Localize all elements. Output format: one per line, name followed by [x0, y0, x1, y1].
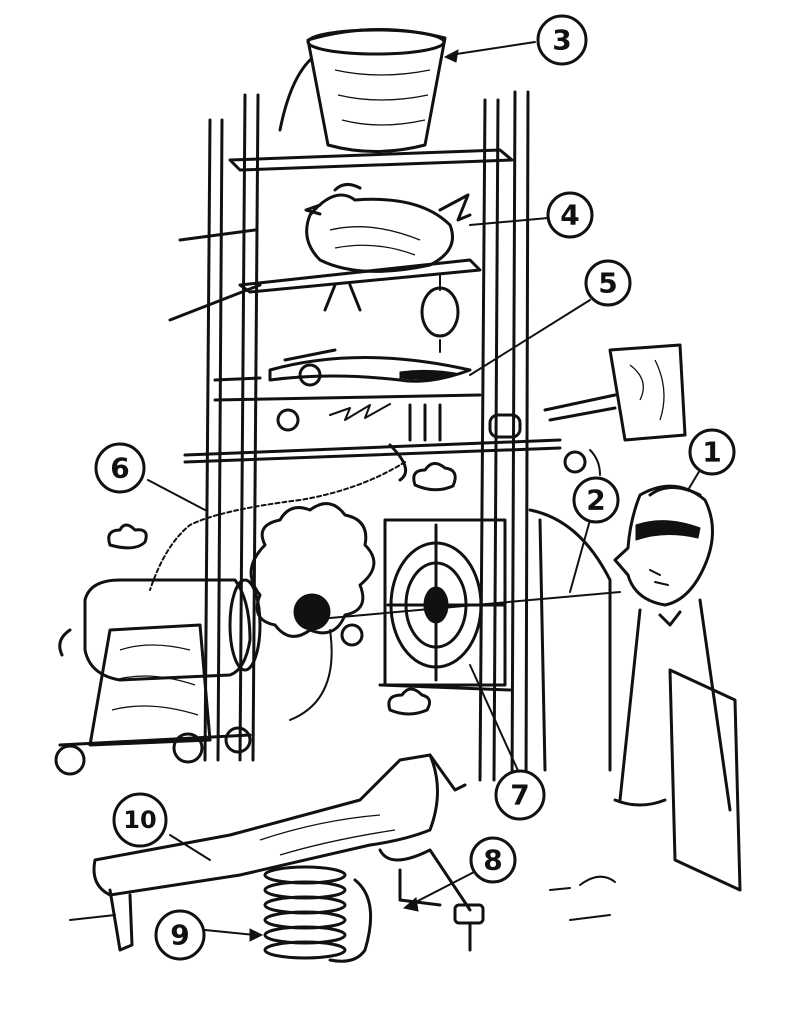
callout-6: 6 [94, 442, 146, 494]
callout-3-label: 3 [552, 24, 571, 57]
masked-man [613, 484, 742, 892]
smoke-puffs [107, 462, 457, 716]
fuse-rope [149, 461, 406, 591]
callout-8: 8 [469, 836, 517, 884]
coiled-spring [263, 865, 373, 963]
callout-2-label: 2 [586, 484, 605, 517]
callout-4: 4 [546, 191, 594, 239]
callout-9-label: 9 [170, 919, 189, 952]
callout-9: 9 [154, 909, 206, 961]
callout-1: 1 [688, 428, 736, 476]
hen [304, 183, 472, 353]
spark-mechanism [276, 403, 442, 482]
ladder-tower [168, 90, 562, 792]
callout-4-label: 4 [560, 199, 579, 232]
floor-marks [69, 875, 616, 921]
callout-5: 5 [584, 259, 632, 307]
cannon [54, 578, 331, 776]
wooden-mallet [488, 343, 687, 476]
callout-6-label: 6 [110, 452, 129, 485]
callout-7-label: 7 [510, 779, 529, 812]
callout-1-label: 1 [702, 436, 721, 469]
trigger-string [329, 591, 621, 619]
doorway-arch [528, 508, 612, 772]
callout-8-label: 8 [483, 844, 502, 877]
callout-5-label: 5 [598, 267, 617, 300]
callout-10: 10 [112, 792, 168, 848]
callout-10-label: 10 [123, 806, 156, 834]
callout-3: 3 [536, 14, 588, 66]
target-board [378, 518, 512, 692]
callout-2: 2 [572, 476, 620, 524]
leader-lines [147, 41, 701, 942]
callout-7: 7 [494, 769, 546, 821]
release-catch [378, 848, 485, 952]
egg-lever [268, 348, 472, 387]
kicking-boot [92, 753, 467, 952]
water-bucket [278, 28, 447, 153]
